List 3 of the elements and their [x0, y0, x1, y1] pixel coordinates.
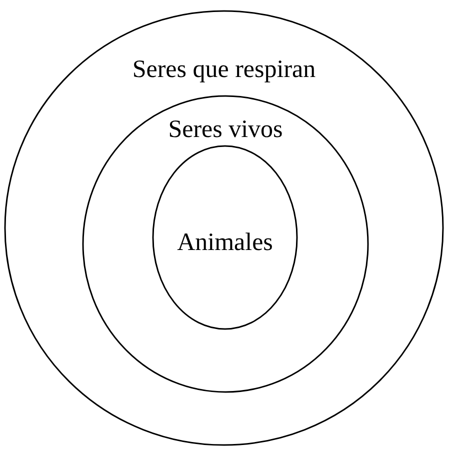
outer-circle [4, 10, 444, 446]
inner-circle [152, 145, 298, 330]
middle-circle [82, 95, 369, 393]
